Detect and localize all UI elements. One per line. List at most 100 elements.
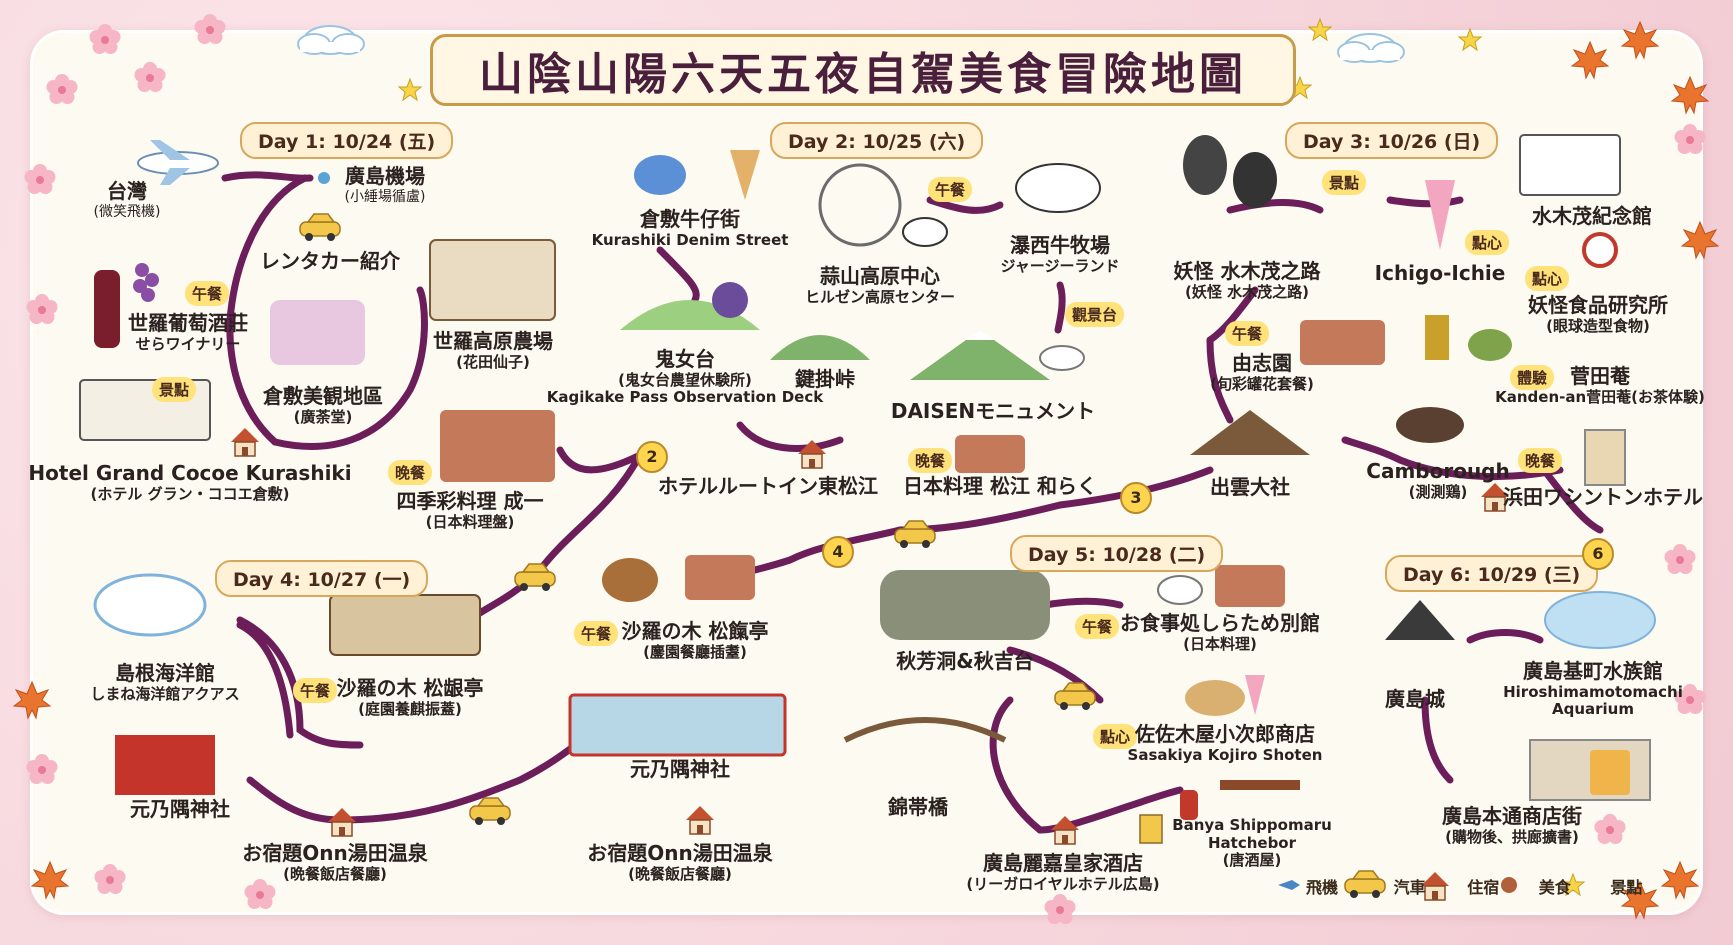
matcha-icon <box>1468 329 1512 361</box>
place-sera-winery-sub: せらワイナリー <box>135 334 241 353</box>
place-banya-sub2: (唐酒屋) <box>1222 851 1282 870</box>
place-aquarium: 廣島基町水族館 <box>1523 659 1663 683</box>
snack-tag: 點心 <box>1465 230 1510 255</box>
place-yushien: 由志園 <box>1232 351 1292 375</box>
legend-food: 美食 <box>1538 878 1571 897</box>
place-sarasonoki-b-sub: (鏖園餐廳插耋) <box>643 642 747 661</box>
place-hiroshima-airport-sub: (小綞場循盧) <box>344 188 426 205</box>
grapes-icon <box>133 263 159 302</box>
bowl-icon <box>602 558 658 602</box>
place-motonosumi-a: 元乃隅神社 <box>130 797 230 821</box>
legend-sight: 景點 <box>1610 878 1643 897</box>
place-hotel-cocoe-sub: (ホテル グラン・ココエ倉敷) <box>90 484 290 503</box>
place-jersey-sub: ジャージーランド <box>1000 256 1120 275</box>
lantern-icon <box>1180 790 1198 820</box>
sakura-icon <box>194 14 226 44</box>
place-hiruzen: 蒜山高原中心 <box>819 264 940 288</box>
cow-icon <box>1015 163 1101 213</box>
house-icon <box>230 427 260 457</box>
mountain-icon <box>910 330 1050 380</box>
place-onn-b-sub: (晩餐飯店餐廳) <box>628 864 732 883</box>
place-kurashiki-jeans: 倉敷牛仔街 <box>640 207 740 231</box>
place-hondori-sub: (購物後、拱廊擴書) <box>1445 827 1579 846</box>
place-kandenan: 菅田菴 <box>1569 364 1630 388</box>
legend-car: 汽車 <box>1393 878 1426 897</box>
whisk-icon <box>1425 315 1449 360</box>
meal-tray-icon <box>440 410 555 482</box>
dinner-tag: 晚餐 <box>1518 448 1563 473</box>
place-aquas-sub: しまね海洋館アクアス <box>90 684 240 703</box>
illustrations <box>79 134 1656 845</box>
place-sasakiya: 佐佐木屋小次郎商店 <box>1135 722 1315 746</box>
maple-leaf-icon <box>1571 41 1609 79</box>
sakura-icon <box>26 294 58 324</box>
day6-badge: Day 6: 10/29 (三) <box>1385 555 1599 592</box>
day5-badge: Day 5: 10/28 (二) <box>1010 535 1224 572</box>
oni-icon <box>712 282 748 318</box>
whale-icon <box>93 573 207 637</box>
bowl-icon <box>1157 575 1203 605</box>
place-onimegadai: 鬼女台 <box>654 347 715 371</box>
place-onn-a: お宿題Onn湯田温泉 <box>242 841 428 865</box>
sakura-icon <box>1594 814 1626 844</box>
place-kurashiki-bikan-sub: (廣荼堂) <box>293 407 353 426</box>
hotel-building-icon <box>1584 429 1626 486</box>
place-banya: Banya Shippomaru <box>1172 816 1332 834</box>
lunch-tag: 午餐 <box>185 281 230 306</box>
place-aquas: 島根海洋館 <box>114 661 215 685</box>
legend-plane: 飛機 <box>1306 878 1339 897</box>
bridge-icon <box>843 717 1007 743</box>
ferriswheel-icon <box>818 163 902 247</box>
lunch-tag: 午餐 <box>574 621 619 646</box>
hill-icon <box>770 335 870 360</box>
place-onn-a-sub: (晩餐飯店餐廳) <box>283 864 387 883</box>
place-hamada-hotel: 浜田ワシントンホテル <box>1503 485 1703 509</box>
place-kagikake-en: Kagikake Pass Observation Deck <box>546 388 824 407</box>
house-icon <box>685 805 715 835</box>
title-text: 山陰山陽六天五夜自駕美食冒險地圖 <box>479 49 1247 100</box>
place-rihga-sub: (リーガロイヤルホテル広島) <box>966 874 1160 893</box>
place-kurashiki-jeans-sub: Kurashiki Denim Street <box>591 230 789 249</box>
wine-bottle-icon <box>94 270 120 348</box>
place-banya-sub: Hatchebor <box>1207 833 1297 852</box>
place-motonosumi-b: 元乃隅神社 <box>630 757 730 781</box>
map-title: 山陰山陽六天五夜自駕美食冒險地圖 <box>430 34 1296 106</box>
youkai-character-icon <box>1183 135 1227 195</box>
meal-tray-icon <box>955 435 1025 473</box>
maple-leaf-icon <box>13 681 51 719</box>
lunch-tag: 午餐 <box>928 177 973 202</box>
place-kandenan-sub: Kanden-an菅田菴(お茶体験) <box>1495 387 1705 406</box>
sakura-icon <box>134 62 166 92</box>
place-shiki: 四季彩料理 成一 <box>396 489 544 513</box>
place-kintaikyo: 錦帯橋 <box>888 795 948 819</box>
hotpot-icon <box>1396 407 1464 443</box>
book-icon <box>1519 134 1621 196</box>
meal-tray-icon <box>1215 565 1285 607</box>
place-camborough: Camborough <box>1366 459 1510 483</box>
maple-leaf-icon <box>1681 221 1719 259</box>
basket-icon <box>1185 680 1245 716</box>
townhouse-icon <box>429 239 556 321</box>
place-youkai-food: 妖怪食品研究所 <box>1528 293 1668 317</box>
place-sarasonoki-b: 沙羅の木 松餼亭 <box>621 619 769 643</box>
eyeball-icon <box>1582 232 1618 268</box>
legend-icons <box>1278 870 1585 901</box>
place-kagikake: 鍵掛峠 <box>795 367 855 391</box>
maple-leaf-icon <box>1671 76 1709 114</box>
place-sarasonoki-a: 沙羅の木 松龈亭 <box>336 676 484 700</box>
place-hiroshima-castle: 廣島城 <box>1385 687 1445 711</box>
icecream-icon <box>1245 675 1265 715</box>
teacup-icon <box>1039 345 1085 371</box>
place-onimegadai-sub: (鬼女台農望休験所) <box>618 370 752 389</box>
sakura-icon <box>1044 894 1076 924</box>
plane-icon <box>1278 880 1300 890</box>
place-hondori: 廣島本通商店街 <box>1442 804 1582 828</box>
place-hiruzen-sub: ヒルゼン高原センター <box>804 287 956 306</box>
place-sarasonoki-a-sub: (庭園養麒振蓋) <box>358 699 462 718</box>
place-hotel-cocoe: Hotel Grand Cocoe Kurashiki <box>28 461 352 485</box>
observation-tag: 觀景台 <box>1065 302 1125 327</box>
maple-leaf-icon <box>1621 21 1659 59</box>
shrine-icon <box>1190 410 1310 455</box>
car-icon <box>299 213 341 242</box>
